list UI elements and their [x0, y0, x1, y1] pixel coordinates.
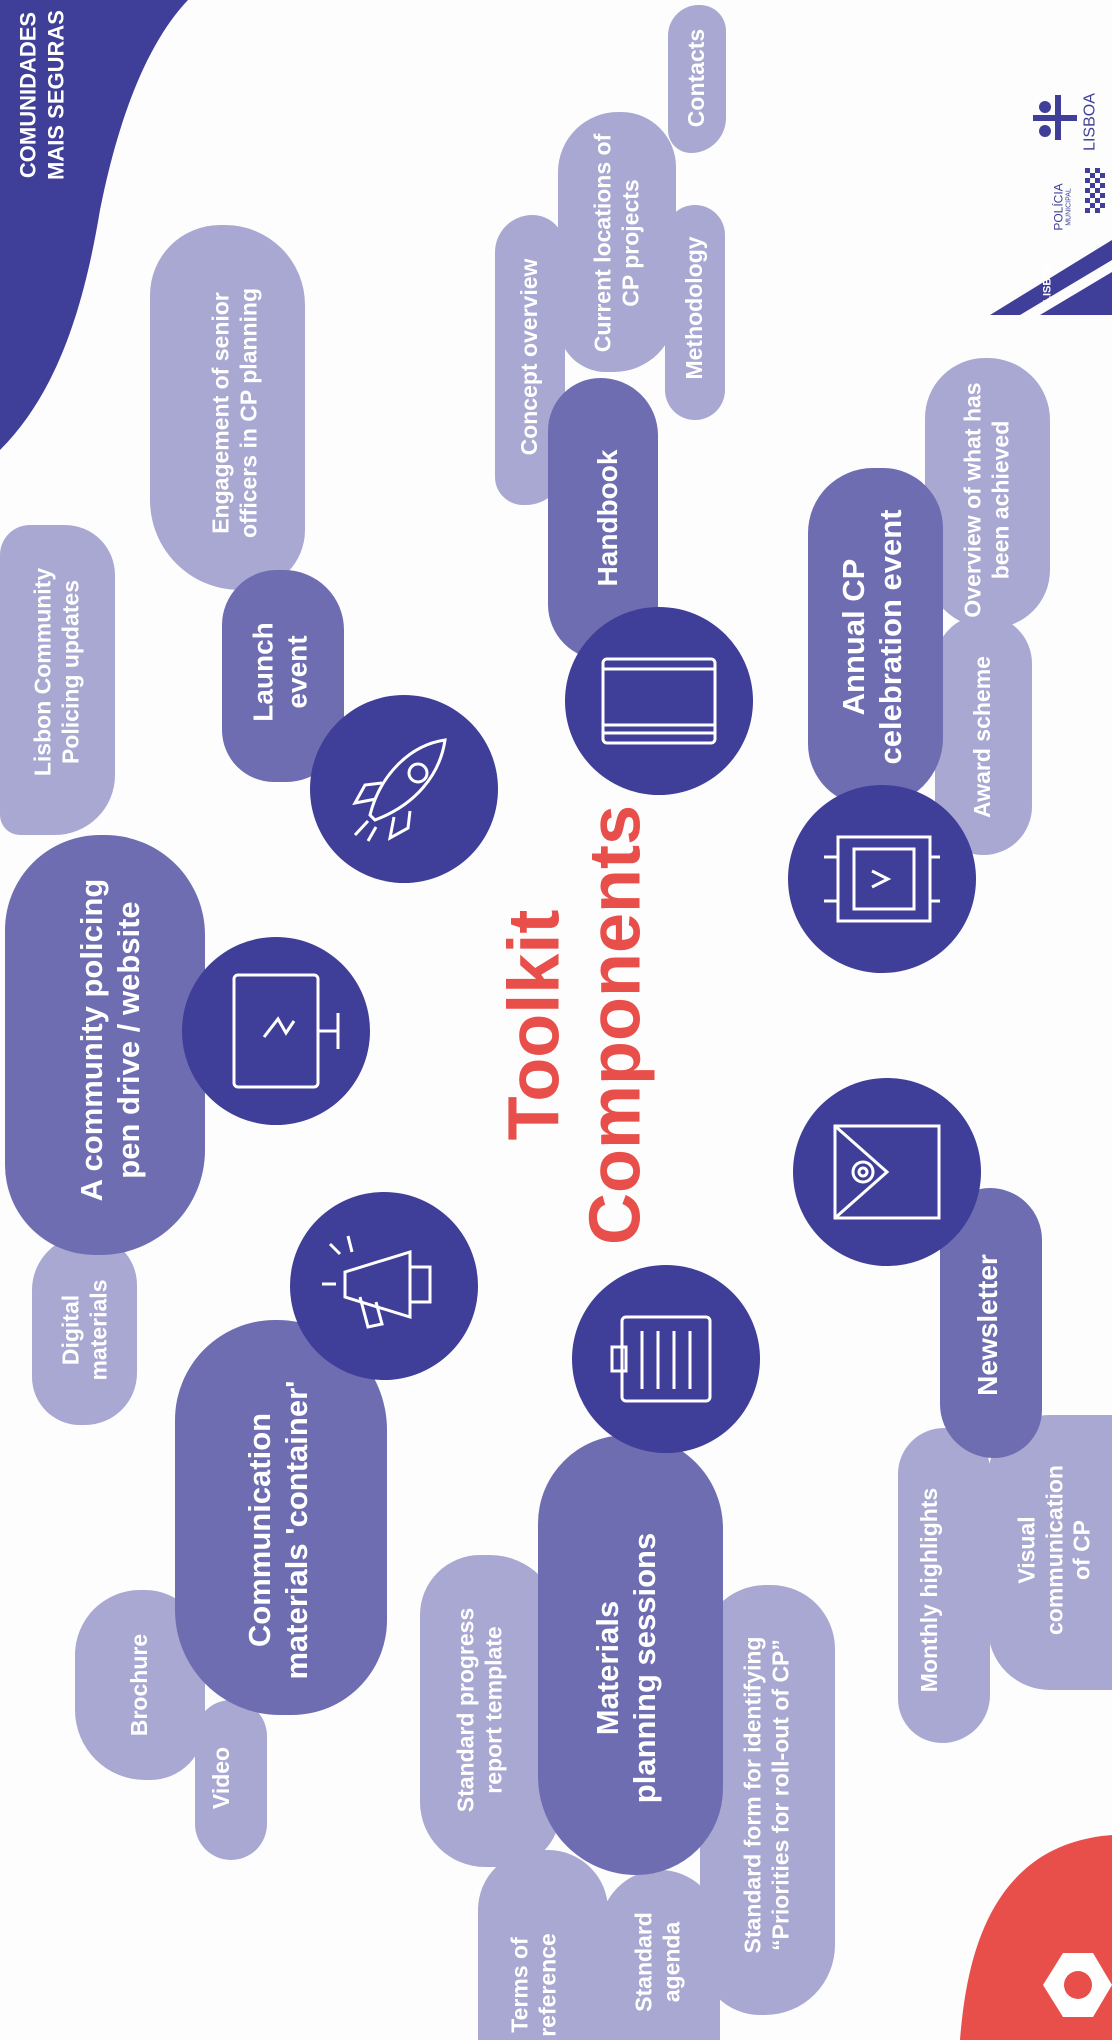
checker-pattern-icon [1085, 168, 1105, 213]
email-icon [793, 1078, 981, 1266]
blob-digital-materials [32, 1235, 137, 1425]
blob-materials [538, 1435, 723, 1875]
monitor-icon [182, 937, 370, 1125]
child-engagement: Engagement of senior officers in CP plan… [207, 287, 261, 539]
blob-annual-event [808, 468, 943, 806]
blob-engagement [150, 225, 305, 590]
pen-drive-label: A community policing pen drive / website [73, 878, 146, 1202]
blob-terms-of-reference [478, 1850, 608, 2040]
child-visual-communication: Visual communication of CP [1013, 1465, 1095, 1635]
child-concept-overview: Concept overview [516, 258, 543, 456]
annual-event-label: Annual CP celebration event [835, 509, 908, 765]
blob-overview-achieved [925, 358, 1050, 628]
child-methodology: Methodology [681, 236, 708, 380]
lisboa-crest-text: LISBOA [1081, 93, 1099, 151]
materials-label: Materials planning sessions [589, 1532, 662, 1804]
child-terms-of-reference: Terms of reference [506, 1933, 560, 2037]
communication-label: Communication materials 'container' [241, 1380, 314, 1680]
calendar-icon [788, 785, 976, 973]
child-award-scheme: Award scheme [969, 656, 996, 818]
megaphone-icon [290, 1192, 478, 1380]
brand-title: COMUNIDADES MAIS SEGURAS [15, 10, 70, 180]
blob-communication [175, 1320, 387, 1715]
child-brochure: Brochure [126, 1633, 153, 1737]
diagram-title: Toolkit Components [494, 805, 655, 1245]
blob-contacts [668, 5, 726, 153]
handbook-label: Handbook [592, 449, 624, 587]
blob-methodology [665, 205, 725, 420]
child-standard-form: Standard form for identifying “Prioritie… [739, 1636, 793, 1954]
blob-pen-drive [5, 835, 205, 1255]
blob-video [195, 1700, 267, 1860]
blob-current-locations [558, 112, 676, 372]
policia-logo-text: POLÍCIA MUNICIPAL [1051, 183, 1073, 231]
lisboa-stripe-text: LISBOA [1041, 261, 1054, 303]
child-progress-report: Standard progress report template [452, 1607, 506, 1813]
title-line-2: Components [575, 805, 655, 1245]
blob-progress-report [420, 1555, 560, 1867]
child-monthly-highlights: Monthly highlights [916, 1487, 943, 1693]
brand-corner-shape [0, 0, 188, 450]
child-contacts: Contacts [683, 28, 710, 128]
lisboa-stripe-logo [990, 240, 1112, 315]
book-icon [565, 607, 753, 795]
red-corner-shape [960, 1835, 1112, 2040]
brand-line-2: MAIS SEGURAS [43, 10, 68, 180]
blob-visual-communication [988, 1415, 1112, 1690]
title-line-1: Toolkit [494, 909, 575, 1141]
blob-monthly-highlights [898, 1428, 990, 1743]
lisboa-crest-icon [1033, 95, 1077, 140]
newsletter-label: Newsletter [972, 1254, 1004, 1396]
child-video: Video [208, 1746, 235, 1810]
child-overview-achieved: Overview of what has been achieved [959, 382, 1013, 618]
child-current-locations: Current locations of CP projects [589, 133, 643, 353]
launch-event-label: Launch event [247, 622, 312, 722]
blob-lisbon-updates [0, 525, 115, 835]
child-standard-agenda: Standard agenda [630, 1912, 684, 2012]
clipboard-icon [572, 1265, 760, 1453]
child-lisbon-updates: Lisbon Community Policing updates [29, 567, 83, 777]
brand-line-1: COMUNIDADES [15, 11, 41, 179]
rocket-icon [310, 695, 498, 883]
child-digital-materials: Digital materials [57, 1279, 111, 1381]
